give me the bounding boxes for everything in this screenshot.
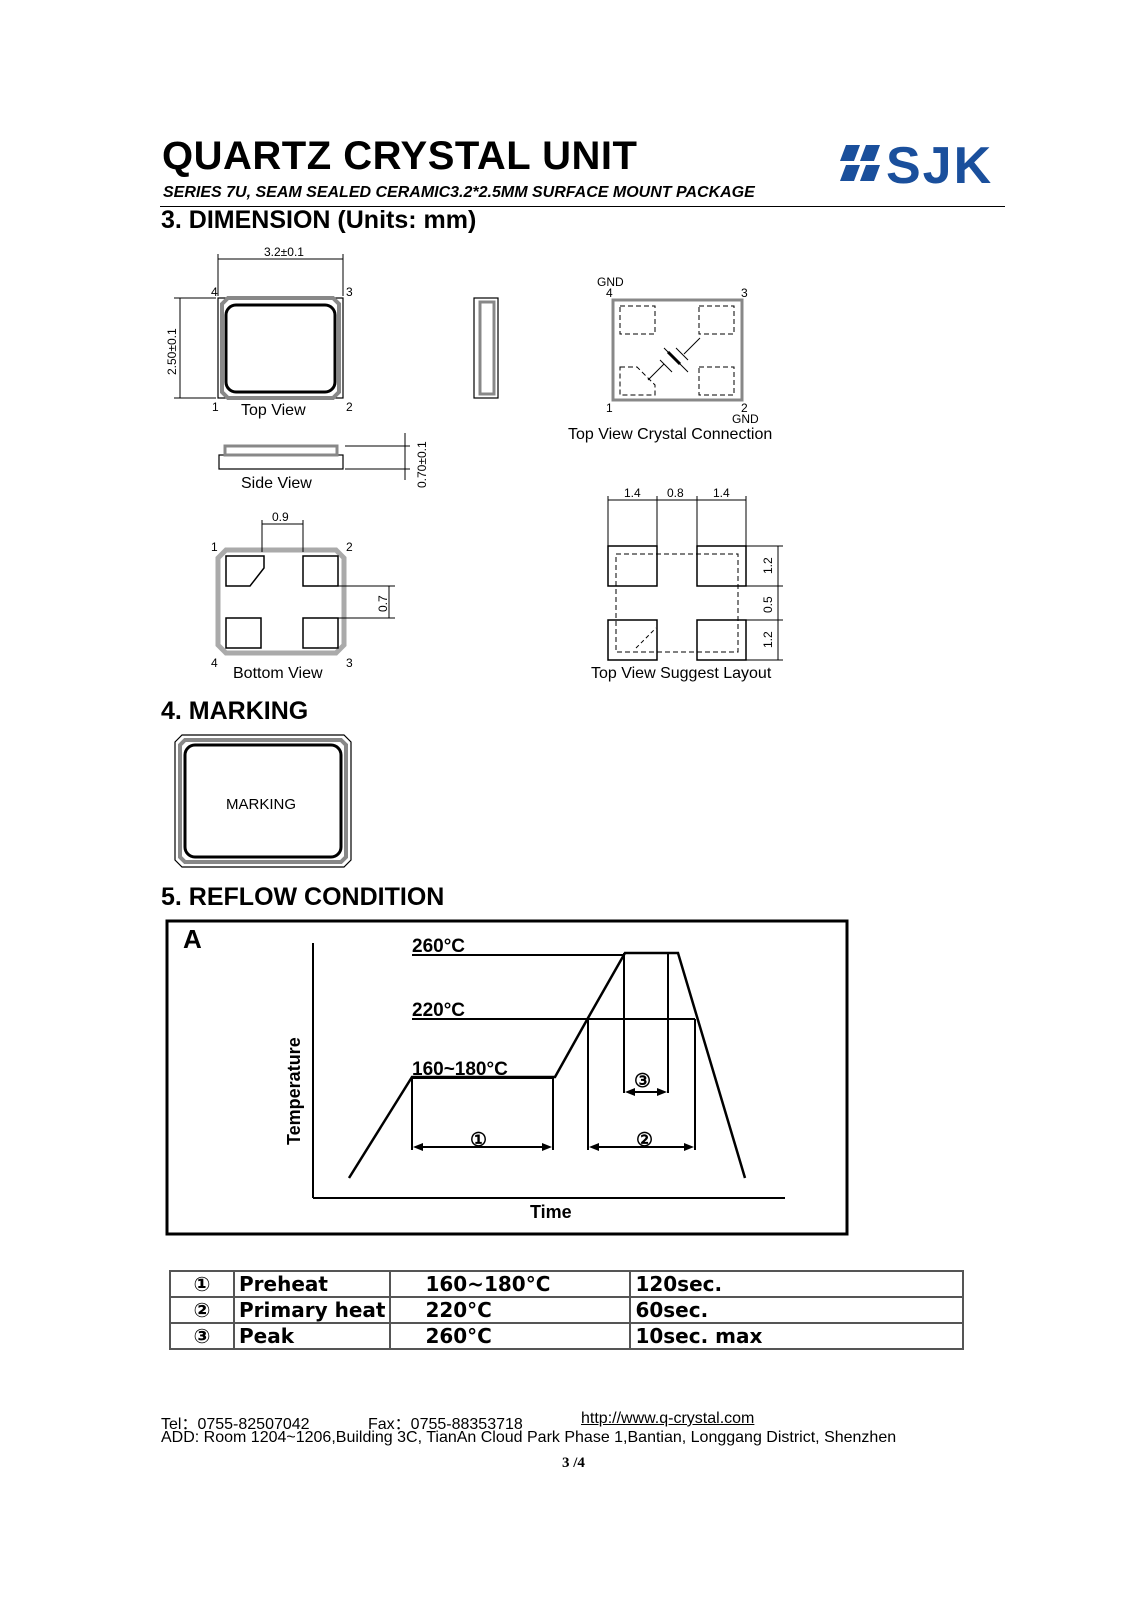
zone-marker-2: ② bbox=[636, 1130, 653, 1151]
top-view-pin-3: 3 bbox=[346, 285, 353, 299]
header-divider bbox=[160, 206, 1005, 207]
dimension-drawings: 3.2±0.1 2.50±0.1 4 3 1 2 0.70±0.1 0.9 0.… bbox=[165, 245, 783, 682]
row-name: Primary heat bbox=[232, 1296, 392, 1324]
row-time: 120sec. bbox=[629, 1270, 965, 1298]
row-temp: 220°C bbox=[389, 1296, 632, 1324]
top-view-pin-1: 1 bbox=[212, 400, 219, 414]
x-axis-label: Time bbox=[530, 1202, 572, 1222]
document-title: QUARTZ CRYSTAL UNIT bbox=[162, 134, 638, 178]
y-axis-label: Temperature bbox=[284, 1037, 304, 1145]
dimension-heading: 3. DIMENSION (Units: mm) bbox=[161, 206, 477, 234]
crystal-connection-label: Top View Crystal Connection bbox=[568, 426, 772, 443]
footer-fax: Fax：0755-88353718 bbox=[368, 1416, 523, 1433]
crystal-connection-package bbox=[611, 298, 744, 402]
crystal-pin-2: 2 bbox=[741, 401, 748, 415]
bottom-view-pin-1: 1 bbox=[211, 540, 218, 554]
level-260: 260°C bbox=[412, 936, 465, 957]
side-view-label: Side View bbox=[241, 475, 312, 492]
side-view-package bbox=[218, 444, 344, 470]
sjk-logo: SJK bbox=[840, 137, 993, 189]
bottom-view-label: Bottom View bbox=[233, 665, 323, 682]
top-view-width-dim: 3.2±0.1 bbox=[264, 245, 304, 259]
marking-heading: 4. MARKING bbox=[161, 697, 309, 725]
marking-text: MARKING bbox=[226, 796, 296, 813]
table-row: ① Preheat 160~180°C 120sec. bbox=[169, 1270, 965, 1298]
bottom-view-gap-dim: 0.9 bbox=[272, 510, 289, 524]
reflow-heading: 5. REFLOW CONDITION bbox=[161, 883, 445, 911]
top-view-pin-2: 2 bbox=[346, 400, 353, 414]
edge-view bbox=[473, 297, 499, 399]
row-temp: 160~180°C bbox=[389, 1270, 632, 1298]
reflow-profile-diagram: A 260°C 220°C 160~180°C ① ② ③ Time Tempe… bbox=[165, 919, 849, 1236]
layout-dim-2: 0.8 bbox=[667, 486, 684, 500]
row-temp: 260°C bbox=[389, 1322, 632, 1350]
chart-letter: A bbox=[183, 924, 202, 954]
level-preheat: 160~180°C bbox=[412, 1059, 508, 1080]
zone-marker-3: ③ bbox=[634, 1071, 651, 1092]
row-no: ① bbox=[169, 1270, 235, 1298]
top-view-pin-4: 4 bbox=[211, 285, 218, 299]
footer-website-link[interactable]: http://www.q-crystal.com bbox=[581, 1410, 755, 1427]
layout-dim-1: 1.4 bbox=[624, 486, 641, 500]
layout-dim-right-1: 1.2 bbox=[761, 557, 775, 574]
page-number: 3 /4 bbox=[562, 1455, 585, 1471]
bottom-view-pin-2: 2 bbox=[346, 540, 353, 554]
layout-dim-right-2: 0.5 bbox=[761, 596, 775, 613]
row-name: Peak bbox=[232, 1322, 392, 1350]
row-no: ③ bbox=[169, 1322, 235, 1350]
top-view-label: Top View bbox=[241, 402, 306, 419]
top-view-package bbox=[217, 296, 344, 400]
layout-dim-3: 1.4 bbox=[713, 486, 730, 500]
row-no: ② bbox=[169, 1296, 235, 1324]
document-subtitle: SERIES 7U, SEAM SEALED CERAMIC3.2*2.5MM … bbox=[163, 184, 755, 201]
bottom-view-package bbox=[215, 547, 347, 656]
bottom-view-pin-4: 4 bbox=[211, 656, 218, 670]
suggest-layout-label: Top View Suggest Layout bbox=[591, 665, 772, 682]
row-time: 10sec. max bbox=[629, 1322, 965, 1350]
row-name: Preheat bbox=[232, 1270, 392, 1298]
crystal-gnd-top: GND bbox=[597, 275, 624, 289]
layout-dim-right-3: 1.2 bbox=[761, 631, 775, 648]
marking-drawing: MARKING bbox=[174, 734, 352, 868]
crystal-pin-3: 3 bbox=[741, 286, 748, 300]
suggest-layout-pads bbox=[607, 545, 747, 661]
crystal-pin-4: 4 bbox=[606, 286, 613, 300]
zone-marker-1: ① bbox=[470, 1130, 487, 1151]
top-view-height-dim: 2.50±0.1 bbox=[165, 328, 179, 375]
logo-text: SJK bbox=[886, 137, 993, 189]
crystal-pin-1: 1 bbox=[606, 401, 613, 415]
footer-address: ADD: Room 1204~1206,Building 3C, TianAn … bbox=[161, 1429, 897, 1446]
table-row: ② Primary heat 220°C 60sec. bbox=[169, 1296, 965, 1324]
bottom-view-pin-3: 3 bbox=[346, 656, 353, 670]
reflow-table: ① Preheat 160~180°C 120sec. ② Primary he… bbox=[169, 1270, 965, 1350]
row-time: 60sec. bbox=[629, 1296, 965, 1324]
table-row: ③ Peak 260°C 10sec. max bbox=[169, 1322, 965, 1350]
side-view-thickness-dim: 0.70±0.1 bbox=[415, 441, 429, 488]
bottom-view-pad-dim: 0.7 bbox=[376, 595, 390, 612]
level-220: 220°C bbox=[412, 1000, 465, 1021]
footer-tel: Tel：0755-82507042 bbox=[161, 1416, 310, 1433]
crystal-gnd-bottom: GND bbox=[732, 412, 759, 426]
